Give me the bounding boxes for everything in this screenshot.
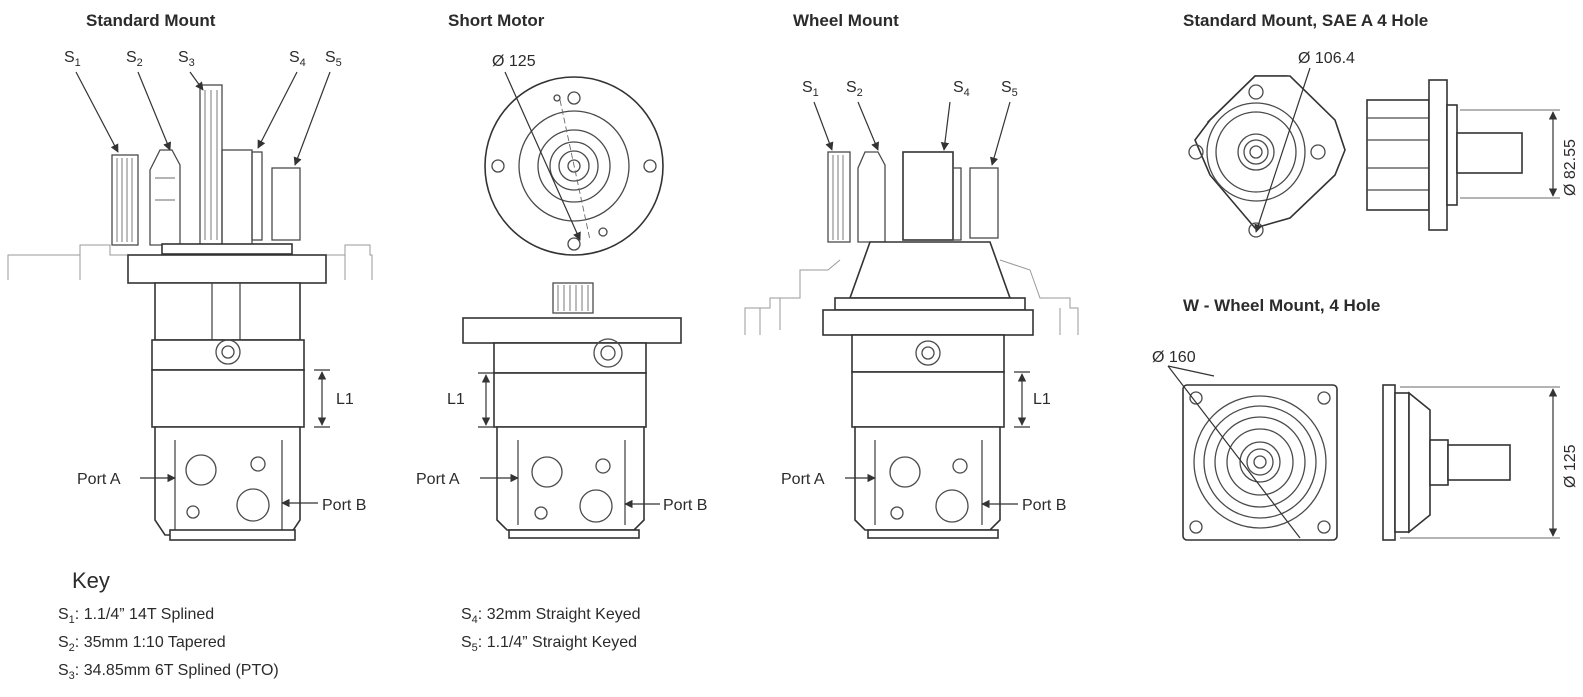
title-sae-mount: Standard Mount, SAE A 4 Hole bbox=[1183, 11, 1428, 30]
wheel-s2-label: S2 bbox=[846, 79, 863, 99]
wheel-s4-label: S4 bbox=[953, 79, 970, 99]
wheel-s2-arrow bbox=[857, 101, 879, 151]
key-item-s3: S3: 34.85mm 6T Splined (PTO) bbox=[58, 662, 279, 682]
wheel-mount-drawing bbox=[744, 151, 1079, 539]
key-item-s5: S5: 1.1/4” Straight Keyed bbox=[461, 634, 637, 654]
std-s3-label: S3 bbox=[178, 49, 195, 69]
short-l1-label: L1 bbox=[447, 391, 465, 408]
std-s4-label: S4 bbox=[289, 49, 306, 69]
std-s5-arrow bbox=[293, 71, 331, 166]
wheel-s5-label: S5 bbox=[1001, 79, 1018, 99]
wheel-port-a-label: Port A bbox=[781, 471, 825, 488]
sae-dia-label: Ø 106.4 bbox=[1298, 50, 1355, 67]
key-item-s1: S1: 1.1/4” 14T Splined bbox=[58, 606, 214, 626]
short-port-b-label: Port B bbox=[663, 497, 707, 514]
std-s1-label: S1 bbox=[64, 49, 81, 69]
title-standard-mount: Standard Mount bbox=[86, 11, 216, 30]
wheel-s4-arrow bbox=[940, 101, 951, 151]
title-short-motor: Short Motor bbox=[448, 11, 545, 30]
key-item-s4: S4: 32mm Straight Keyed bbox=[461, 606, 641, 626]
wheel-s1-label: S1 bbox=[802, 79, 819, 99]
short-dia-label: Ø 125 bbox=[492, 53, 536, 70]
title-wheel-mount: Wheel Mount bbox=[793, 11, 899, 30]
wheel-dia-label: Ø 160 bbox=[1152, 349, 1196, 366]
wheel-s5-arrow bbox=[990, 101, 1011, 166]
wheel-port-b-label: Port B bbox=[1022, 497, 1066, 514]
wheel-side-label: Ø 125 bbox=[1562, 444, 1579, 488]
std-l1-label: L1 bbox=[336, 391, 354, 408]
standard-mount-drawing bbox=[7, 84, 373, 541]
key-title: Key bbox=[72, 568, 110, 593]
std-s2-label: S2 bbox=[126, 49, 143, 69]
wheel-l1-label: L1 bbox=[1033, 391, 1051, 408]
std-s3-arrow bbox=[189, 71, 204, 91]
short-motor-drawing bbox=[462, 71, 682, 539]
std-s2-arrow bbox=[137, 71, 172, 151]
short-port-a-label: Port A bbox=[416, 471, 460, 488]
std-s5-label: S5 bbox=[325, 49, 342, 69]
key-item-s2: S2: 35mm 1:10 Tapered bbox=[58, 634, 226, 654]
wheel-s1-arrow bbox=[813, 101, 834, 151]
wheel-4hole-drawing bbox=[1167, 365, 1560, 541]
std-port-a-label: Port A bbox=[77, 471, 121, 488]
sae-side-label: Ø 82.55 bbox=[1562, 139, 1579, 196]
std-port-b-label: Port B bbox=[322, 497, 366, 514]
title-wheel-mount-4hole: W - Wheel Mount, 4 Hole bbox=[1183, 296, 1380, 315]
std-s4-arrow bbox=[257, 71, 298, 149]
sae-mount-drawing bbox=[1188, 67, 1560, 238]
std-s1-arrow bbox=[75, 71, 119, 153]
